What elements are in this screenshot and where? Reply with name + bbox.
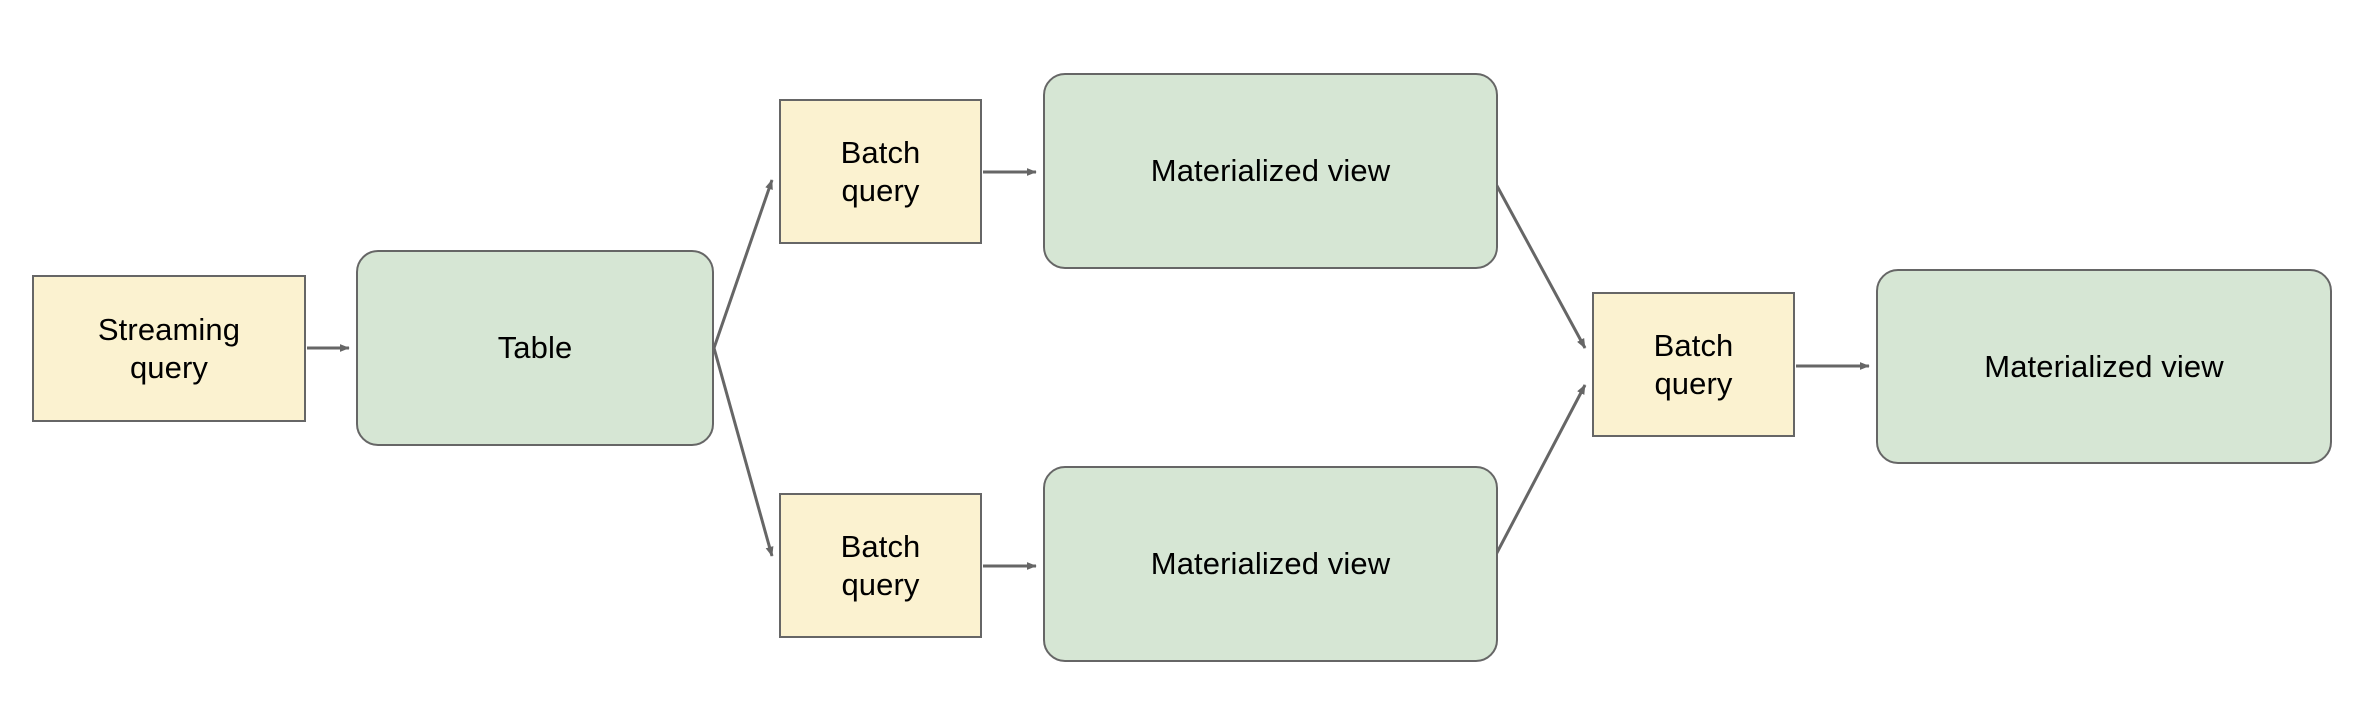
edge-materialized-view-top-to-batch-query-merge — [1488, 172, 1587, 349]
node-batch-query-bottom[interactable]: Batch query — [779, 493, 982, 638]
node-materialized-view-final[interactable]: Materialized view — [1876, 269, 2332, 464]
node-label-materialized-view-top: Materialized view — [1150, 153, 1391, 189]
edge-materialized-view-bottom-to-batch-query-merge — [1488, 384, 1587, 567]
node-batch-query-merge[interactable]: Batch query — [1592, 292, 1795, 437]
node-streaming-query[interactable]: Streaming query — [32, 275, 306, 422]
edge-table-to-batch-query-bottom — [712, 347, 774, 557]
node-materialized-view-top[interactable]: Materialized view — [1043, 73, 1498, 269]
node-table[interactable]: Table — [356, 250, 714, 446]
node-label-streaming-query: Streaming query — [97, 311, 241, 385]
node-label-materialized-view-final: Materialized view — [1984, 348, 2224, 384]
edge-table-to-batch-query-top — [712, 179, 774, 349]
node-label-materialized-view-bottom: Materialized view — [1150, 546, 1391, 582]
node-label-batch-query-bottom: Batch query — [840, 528, 921, 602]
node-batch-query-top[interactable]: Batch query — [779, 99, 982, 244]
node-label-batch-query-top: Batch query — [840, 134, 921, 208]
node-label-table: Table — [497, 330, 573, 366]
node-materialized-view-bottom[interactable]: Materialized view — [1043, 466, 1498, 662]
node-label-batch-query-merge: Batch query — [1653, 327, 1734, 401]
